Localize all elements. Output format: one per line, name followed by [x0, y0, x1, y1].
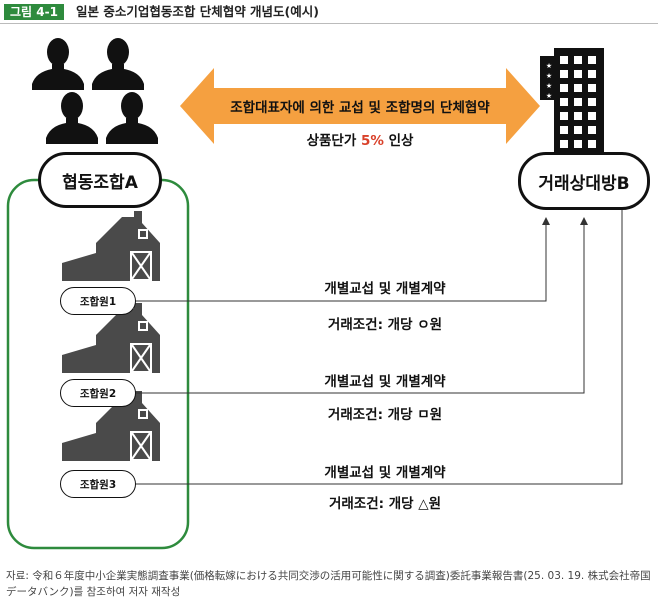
collective-negotiation-arrow — [180, 68, 540, 144]
price-percent: 5% — [360, 133, 384, 149]
svg-text:★: ★ — [546, 92, 552, 100]
connector-member-3 — [134, 189, 626, 485]
member-2-negotiation: 개별교섭 및 개별계약 — [324, 374, 446, 390]
member-1-node: 조합원1 — [60, 287, 136, 315]
svg-text:★: ★ — [546, 62, 552, 70]
source-note: 자료: 令和６年度中小企業実態調査事業(価格転嫁における共同交渉の活用可能性に関… — [6, 570, 651, 598]
member-1-negotiation: 개별교섭 및 개별계약 — [324, 281, 446, 297]
counterparty-b-label: 거래상대방B — [538, 173, 630, 194]
member-3-terms: 거래조건: 개당 △원 — [328, 496, 442, 512]
member-3-node: 조합원3 — [60, 470, 136, 498]
price-prefix: 상품단가 — [306, 133, 361, 149]
member-2-label: 조합원2 — [79, 387, 117, 400]
price-suffix: 인상 — [383, 133, 414, 149]
figure-tag: 그림 4-1 — [4, 4, 64, 20]
member-3-negotiation: 개별교섭 및 개별계약 — [324, 465, 446, 481]
header-divider — [0, 23, 658, 24]
member-2-terms: 거래조건: 개당 ㅁ원 — [327, 407, 443, 423]
connector-member-2 — [134, 217, 588, 394]
member-3-label: 조합원3 — [79, 478, 117, 491]
member-1-label: 조합원1 — [79, 295, 117, 308]
barn-icon-1 — [61, 210, 161, 282]
figure-header: 그림 4-1 일본 중소기업협동조합 단체협약 개념도(예시) — [0, 0, 658, 24]
price-increase-label: 상품단가 5% 인상 — [200, 129, 520, 149]
member-2-node: 조합원2 — [60, 379, 136, 407]
collective-agreement-label: 조합대표자에 의한 교섭 및 조합명의 단체협약 — [230, 100, 490, 116]
svg-text:★: ★ — [546, 72, 552, 80]
figure-title: 일본 중소기업협동조합 단체협약 개념도(예시) — [76, 4, 319, 19]
building-icon: ★ ★ ★ ★ — [540, 48, 604, 166]
connector-member-1 — [134, 217, 550, 302]
counterparty-b-node: 거래상대방B — [518, 152, 650, 210]
svg-text:★: ★ — [546, 82, 552, 90]
union-a-label: 협동조합A — [62, 172, 138, 193]
member-connectors — [134, 189, 626, 485]
union-members-icon — [32, 38, 158, 144]
member-1-terms: 거래조건: 개당 ㅇ원 — [327, 317, 443, 333]
union-a-node: 협동조합A — [38, 152, 162, 208]
